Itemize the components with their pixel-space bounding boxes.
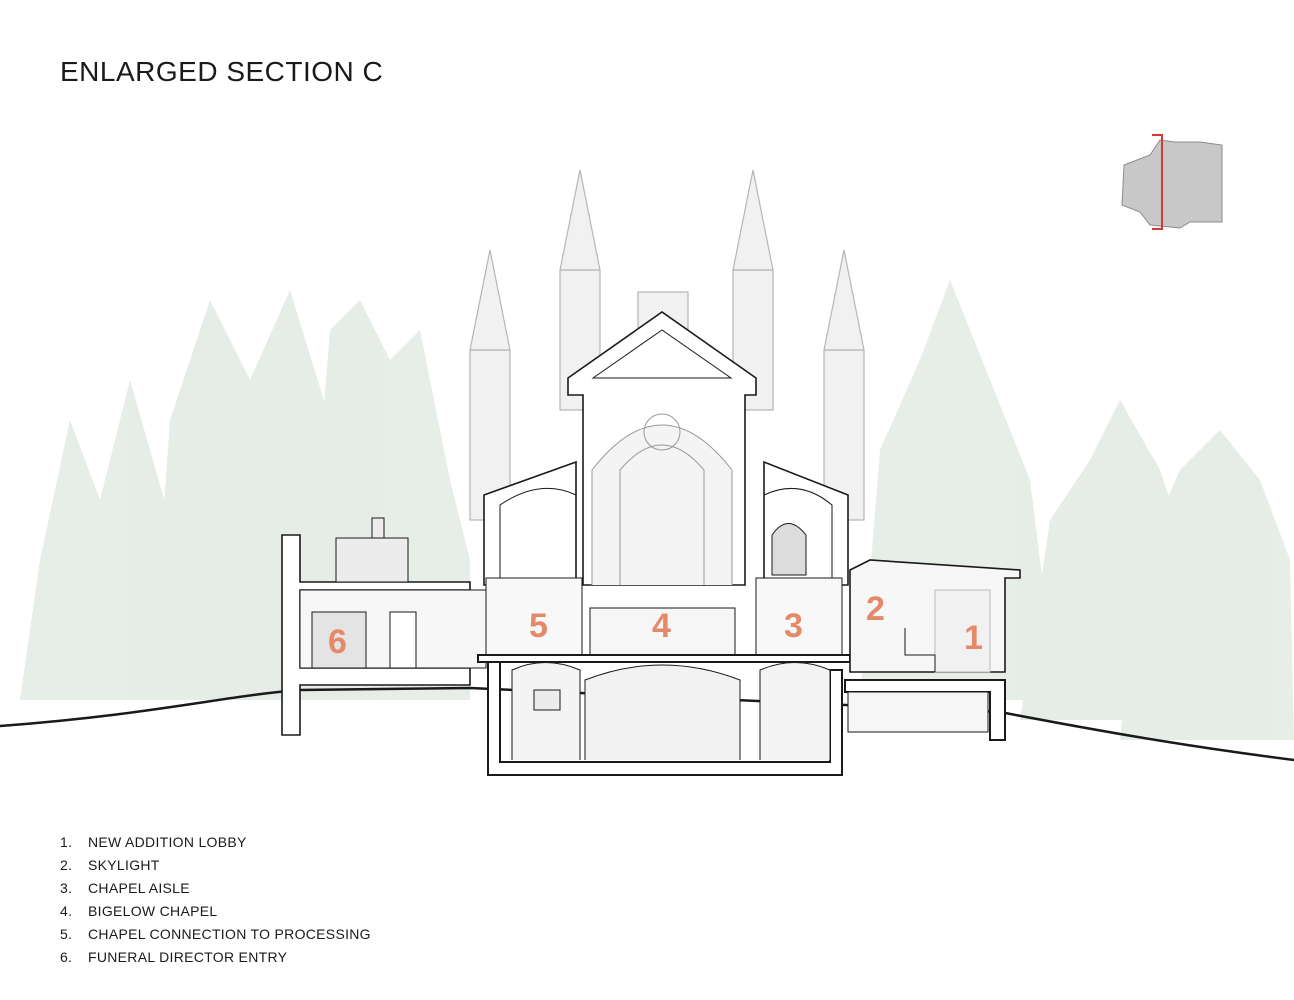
legend-number: 4. — [60, 903, 73, 919]
legend-item: 5. CHAPEL CONNECTION TO PROCESSING — [60, 926, 371, 949]
room-tag-1: 1 — [964, 619, 983, 657]
room-tag-5: 5 — [529, 607, 548, 645]
legend-item: 2. SKYLIGHT — [60, 857, 371, 880]
room-tag-4: 4 — [652, 607, 671, 645]
legend-text: SKYLIGHT — [88, 857, 160, 873]
key-plan — [1121, 134, 1223, 230]
legend-item: 1. NEW ADDITION LOBBY — [60, 834, 371, 857]
legend-item: 3. CHAPEL AISLE — [60, 880, 371, 903]
room-tag-2: 2 — [866, 590, 885, 628]
legend: 1. NEW ADDITION LOBBY 2. SKYLIGHT 3. CHAPEL… — [60, 834, 371, 972]
legend-number: 5. — [60, 926, 73, 942]
legend-number: 3. — [60, 880, 73, 896]
legend-text: CHAPEL AISLE — [88, 880, 190, 896]
building-section — [281, 169, 1021, 776]
legend-text: NEW ADDITION LOBBY — [88, 834, 247, 850]
legend-number: 6. — [60, 949, 73, 965]
room-tag-6: 6 — [328, 623, 347, 661]
legend-text: CHAPEL CONNECTION TO PROCESSING — [88, 926, 371, 942]
legend-item: 6. FUNERAL DIRECTOR ENTRY — [60, 949, 371, 972]
ground-line — [0, 686, 1294, 762]
page-title: ENLARGED SECTION C — [60, 56, 384, 87]
legend-text: FUNERAL DIRECTOR ENTRY — [88, 949, 288, 965]
room-tag-3: 3 — [784, 607, 803, 645]
legend-number: 1. — [60, 834, 73, 850]
legend-item: 4. BIGELOW CHAPEL — [60, 903, 371, 926]
legend-number: 2. — [60, 857, 73, 873]
legend-text: BIGELOW CHAPEL — [88, 903, 218, 919]
